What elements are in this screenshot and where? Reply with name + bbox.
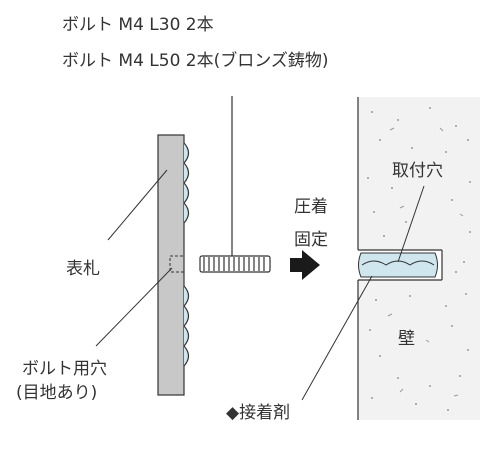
bolt	[199, 255, 271, 273]
leader-bolt-hole	[95, 267, 173, 347]
fix-label-1: 圧着	[294, 197, 328, 217]
label-plate: 表札	[66, 259, 100, 279]
label-wall: 壁	[398, 329, 415, 349]
nameplate-body	[157, 134, 185, 396]
bolt-threads	[203, 257, 265, 271]
leader-mount-hole	[397, 185, 425, 263]
label-bolt-hole-2: (目地あり)	[16, 383, 97, 403]
adhesive-fill	[358, 252, 438, 278]
label-bolt-hole-1: ボルト用穴	[22, 359, 107, 379]
adhesive-bumps-lower	[183, 285, 190, 367]
wall-texture	[367, 107, 471, 411]
wall	[357, 97, 480, 420]
label-mount-hole: 取付穴	[392, 161, 443, 181]
leader-plate	[107, 169, 168, 241]
press-arrow-icon	[290, 250, 320, 280]
wall-body	[358, 97, 480, 420]
nameplate	[157, 134, 190, 396]
leader-adhesive	[301, 275, 373, 401]
fix-label-2: 固定	[294, 230, 328, 250]
label-adhesive: ◆接着剤	[226, 403, 290, 423]
header-line-1: ボルト M4 L30 2本	[62, 15, 214, 35]
header-line-2: ボルト M4 L50 2本(ブロンズ鋳物)	[62, 50, 329, 71]
bolt-body	[199, 255, 271, 273]
bolt-hole-dashed	[169, 255, 185, 273]
adhesive-bumps-upper	[183, 142, 190, 224]
